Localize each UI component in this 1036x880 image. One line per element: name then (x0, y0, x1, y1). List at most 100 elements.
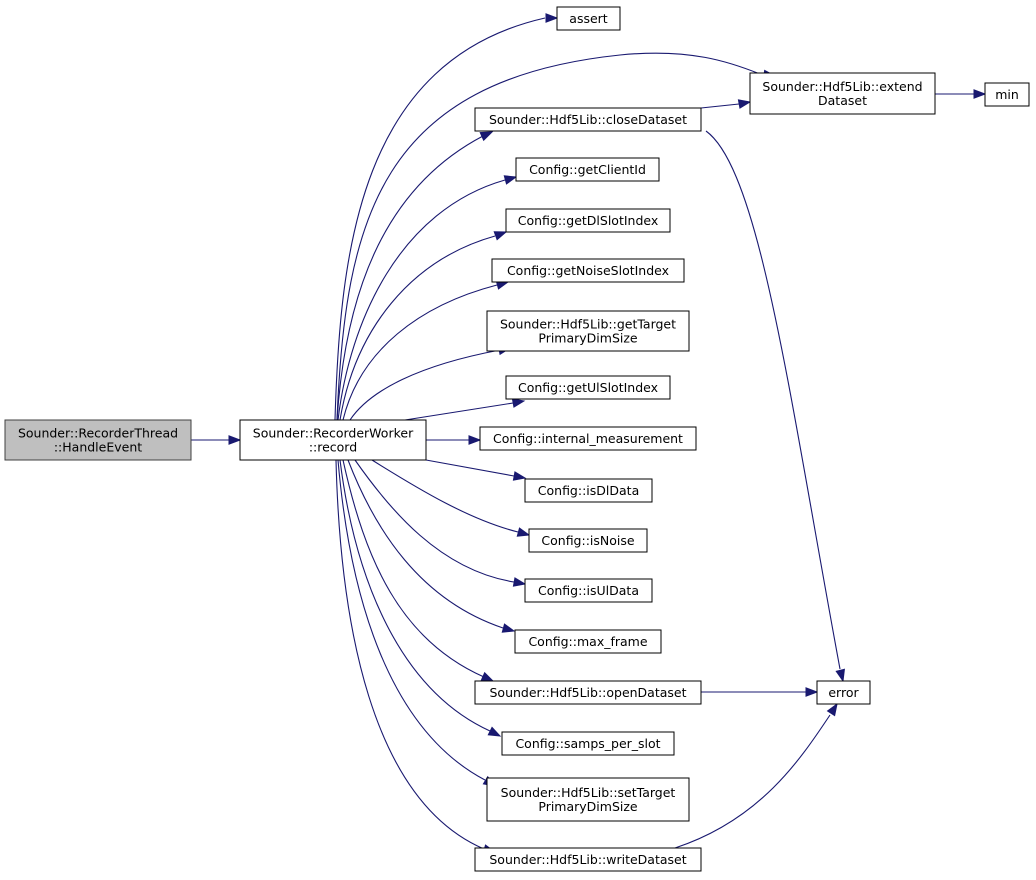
edge-record-to-is_dl_data (425, 459, 527, 481)
node-label: Config::internal_measurement (493, 431, 683, 446)
node-label: Sounder::Hdf5Lib::openDataset (489, 685, 686, 700)
call-edges (191, 13, 987, 854)
node-is-dl-data[interactable]: Config::isDlData (524, 478, 653, 503)
edge-record-to-get_noise_slot_index (342, 280, 510, 421)
node-get-dl-slot-index[interactable]: Config::getDlSlotIndex (505, 208, 671, 233)
node-label: Config::getUlSlotIndex (518, 380, 658, 395)
edge-record-to-get_client_id (337, 175, 518, 421)
edge-record-to-assert (334, 13, 559, 421)
node-box (524, 478, 653, 503)
node-label: Sounder::Hdf5Lib::closeDataset (489, 112, 687, 127)
node-box (4, 419, 192, 461)
edge-line (347, 459, 504, 629)
arrowhead (805, 687, 819, 697)
edge-line (425, 459, 515, 477)
node-box (749, 72, 936, 115)
edge-record-to-get_ul_slot_index (404, 398, 526, 421)
edge-close_dataset-to-extend_dataset (700, 99, 752, 109)
edge-line (334, 17, 546, 421)
arrowhead (826, 702, 838, 717)
edge-close_dataset-to-error (705, 130, 845, 683)
edge-record-to-open_dataset (342, 459, 495, 682)
arrowhead (493, 231, 508, 241)
edge-line (700, 103, 740, 109)
node-label: Sounder::Hdf5Lib::getTarget (500, 317, 676, 332)
node-box (816, 680, 871, 705)
node-is-noise[interactable]: Config::isNoise (528, 528, 648, 553)
node-label: Sounder::Hdf5Lib::extend (762, 79, 922, 94)
node-label: Sounder::Hdf5Lib::setTarget (501, 785, 676, 800)
node-label: Config::isUlData (538, 583, 639, 598)
edge-line (371, 459, 519, 533)
edge-line (674, 714, 831, 849)
node-box (505, 208, 671, 233)
node-assert[interactable]: assert (556, 6, 621, 31)
edge-record-to-max_frame (347, 459, 516, 633)
node-box (474, 847, 702, 872)
node-record[interactable]: Sounder::RecorderWorker::record (239, 419, 427, 461)
node-label: Config::getClientId (529, 162, 646, 177)
node-is-ul-data[interactable]: Config::isUlData (524, 578, 653, 603)
node-label: Config::getNoiseSlotIndex (507, 263, 669, 278)
arrowhead (512, 577, 527, 587)
arrowhead (973, 89, 987, 99)
arrowhead (228, 435, 242, 445)
node-open-dataset[interactable]: Sounder::Hdf5Lib::openDataset (474, 680, 702, 705)
node-box (556, 6, 621, 31)
node-label: Dataset (818, 93, 867, 108)
node-box (505, 375, 671, 400)
node-label: min (995, 87, 1019, 102)
node-label: Config::isNoise (541, 533, 634, 548)
edge-record-to-is_ul_data (354, 459, 527, 587)
node-get-target-primary-dim-size[interactable]: Sounder::Hdf5Lib::getTargetPrimaryDimSiz… (486, 310, 690, 352)
edge-line (339, 459, 491, 732)
arrowhead (487, 726, 502, 737)
edge-line (336, 135, 484, 421)
edge-record-to-get_dl_slot_index (339, 231, 508, 421)
node-max-frame[interactable]: Config::max_frame (514, 629, 662, 654)
arrowhead (545, 13, 559, 23)
node-label: Sounder::RecorderWorker (253, 426, 414, 441)
node-box (528, 528, 648, 553)
edge-record-to-set_target_primary_dim_size (337, 459, 497, 787)
edge-record-to-write_dataset (335, 459, 497, 854)
edge-handle_event-to-record (191, 435, 242, 445)
edge-line (342, 459, 485, 678)
node-internal-measurement[interactable]: Config::internal_measurement (479, 426, 697, 451)
node-handle-event[interactable]: Sounder::RecorderThread::HandleEvent (4, 419, 192, 461)
arrowhead (503, 175, 518, 185)
edge-line (337, 459, 486, 781)
node-box (524, 578, 653, 603)
node-label: PrimaryDimSize (538, 331, 638, 346)
node-box (474, 680, 702, 705)
edge-extend_dataset-to-min (935, 89, 987, 99)
node-box (479, 426, 697, 451)
node-write-dataset[interactable]: Sounder::Hdf5Lib::writeDataset (474, 847, 702, 872)
node-box (239, 419, 427, 461)
arrowhead (512, 471, 527, 481)
node-box (474, 107, 702, 132)
edge-open_dataset-to-error (701, 687, 819, 697)
node-label: Config::samps_per_slot (515, 736, 660, 751)
edge-write_dataset-to-error (674, 702, 838, 849)
node-label: Config::max_frame (528, 634, 647, 649)
node-error[interactable]: error (816, 680, 871, 705)
node-close-dataset[interactable]: Sounder::Hdf5Lib::closeDataset (474, 107, 702, 132)
node-box (515, 157, 660, 182)
node-samps-per-slot[interactable]: Config::samps_per_slot (501, 731, 675, 756)
arrowhead (480, 671, 495, 682)
edge-line (336, 52, 761, 421)
edge-record-to-is_noise (371, 459, 531, 537)
arrowhead (835, 668, 845, 683)
node-get-noise-slot-index[interactable]: Config::getNoiseSlotIndex (491, 258, 685, 283)
arrowhead (501, 623, 516, 633)
node-get-ul-slot-index[interactable]: Config::getUlSlotIndex (505, 375, 671, 400)
node-get-client-id[interactable]: Config::getClientId (515, 157, 660, 182)
node-label: PrimaryDimSize (538, 799, 638, 814)
node-set-target-primary-dim-size[interactable]: Sounder::Hdf5Lib::setTargetPrimaryDimSiz… (486, 777, 690, 822)
node-min[interactable]: min (984, 82, 1030, 107)
arrowhead (516, 527, 531, 537)
arrowhead (468, 435, 482, 445)
